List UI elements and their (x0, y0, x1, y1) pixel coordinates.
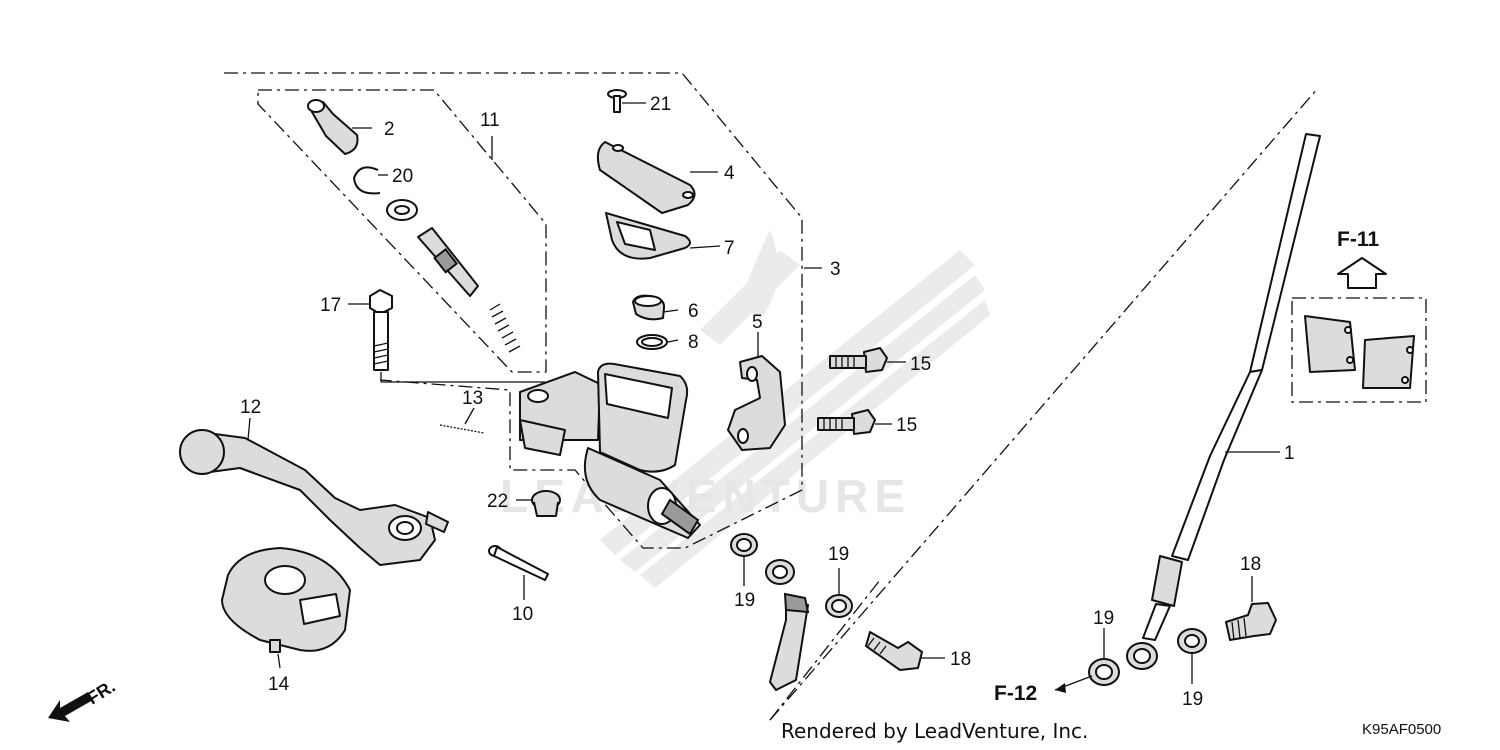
spring-part (489, 303, 521, 353)
float-part-6 (632, 294, 666, 321)
watermark-text: LEADVENTURE (500, 470, 911, 522)
group-outlines (224, 72, 1427, 721)
lever-cover-part-14 (221, 547, 351, 653)
circlip-part-20 (353, 166, 381, 195)
pivot-pin-part-10 (488, 545, 549, 581)
master-cylinder-body (519, 362, 701, 539)
clamp-bolt-part-15-upper (829, 347, 888, 373)
banjo-bolt-part-18-upper (1225, 602, 1277, 641)
leadventure-watermark: LEADVENTURE (500, 230, 990, 588)
brake-lever-part-12 (179, 429, 449, 566)
washer-part-19-b (825, 594, 853, 618)
spring-part-13 (439, 424, 485, 434)
hose-group-outline (769, 87, 1319, 721)
piston-part (417, 227, 479, 297)
callout-15-lower: 15 (896, 415, 917, 436)
washer-part-19-a (730, 533, 758, 557)
f11-clamp-box (1291, 297, 1427, 403)
callout-21: 21 (650, 94, 671, 115)
screw-part-21 (607, 89, 627, 113)
reference-f12: F-12 (994, 682, 1037, 705)
ring-part-8 (636, 334, 668, 350)
clamp-part-5 (727, 355, 786, 451)
callout-18-upper: 18 (1240, 554, 1261, 575)
leader-lines (247, 102, 1280, 684)
brake-hose-part-1 (1126, 133, 1321, 670)
callout-19-d: 19 (1182, 689, 1203, 710)
diaphragm-part-7 (605, 212, 691, 260)
callout-5: 5 (752, 312, 763, 333)
washer-part-19-d (1177, 628, 1207, 654)
boot-part-2 (307, 99, 359, 155)
callout-15-upper: 15 (910, 354, 931, 375)
cap-part-22 (531, 490, 561, 517)
front-indicator-label: FR. (84, 676, 119, 708)
f11-up-arrow-icon (1337, 257, 1387, 289)
callout-11: 11 (480, 110, 500, 131)
callout-14: 14 (268, 674, 290, 695)
callout-20: 20 (392, 166, 413, 187)
callout-4: 4 (724, 163, 735, 184)
reservoir-cap-part-4 (596, 141, 696, 214)
f11-clamp-parts (1304, 315, 1415, 389)
callout-1: 1 (1284, 443, 1295, 464)
f12-arrow-icon (1054, 675, 1093, 693)
callout-19-a: 19 (734, 590, 755, 611)
reference-f11: F-11 (1337, 228, 1379, 251)
callout-7: 7 (724, 238, 735, 259)
watermark-pattern (600, 230, 990, 588)
piston-kit-outline (257, 89, 547, 373)
hose-group-outline-left (769, 579, 881, 721)
callout-13: 13 (462, 388, 483, 409)
washer-part (386, 199, 418, 221)
diagram-code: K95AF0500 (1362, 721, 1441, 738)
clamp-bolt-part-15-lower (817, 409, 876, 435)
callout-17: 17 (320, 295, 341, 316)
callout-labels: 1 2 3 4 5 6 7 8 10 11 12 13 14 15 15 17 … (240, 94, 1295, 710)
front-arrow-icon (48, 692, 93, 722)
callout-19-b: 19 (828, 544, 849, 565)
callout-6: 6 (688, 301, 699, 322)
callout-22: 22 (487, 491, 508, 512)
callout-19-c: 19 (1093, 608, 1114, 629)
banjo-bolt-part-18-lower (865, 631, 923, 671)
callout-8: 8 (688, 332, 699, 353)
footer-rendered-by: Rendered by LeadVenture, Inc. (781, 719, 1088, 743)
callout-3: 3 (830, 259, 841, 280)
callout-12: 12 (240, 397, 261, 418)
callout-10: 10 (512, 604, 533, 625)
callout-2: 2 (384, 119, 395, 140)
master-cylinder-group-outline (224, 72, 803, 549)
hose-fitting-lower (765, 559, 810, 691)
washer-part-19-c (1088, 658, 1120, 686)
pivot-bolt-part-17 (369, 289, 393, 371)
callout-18-lower: 18 (950, 649, 971, 670)
